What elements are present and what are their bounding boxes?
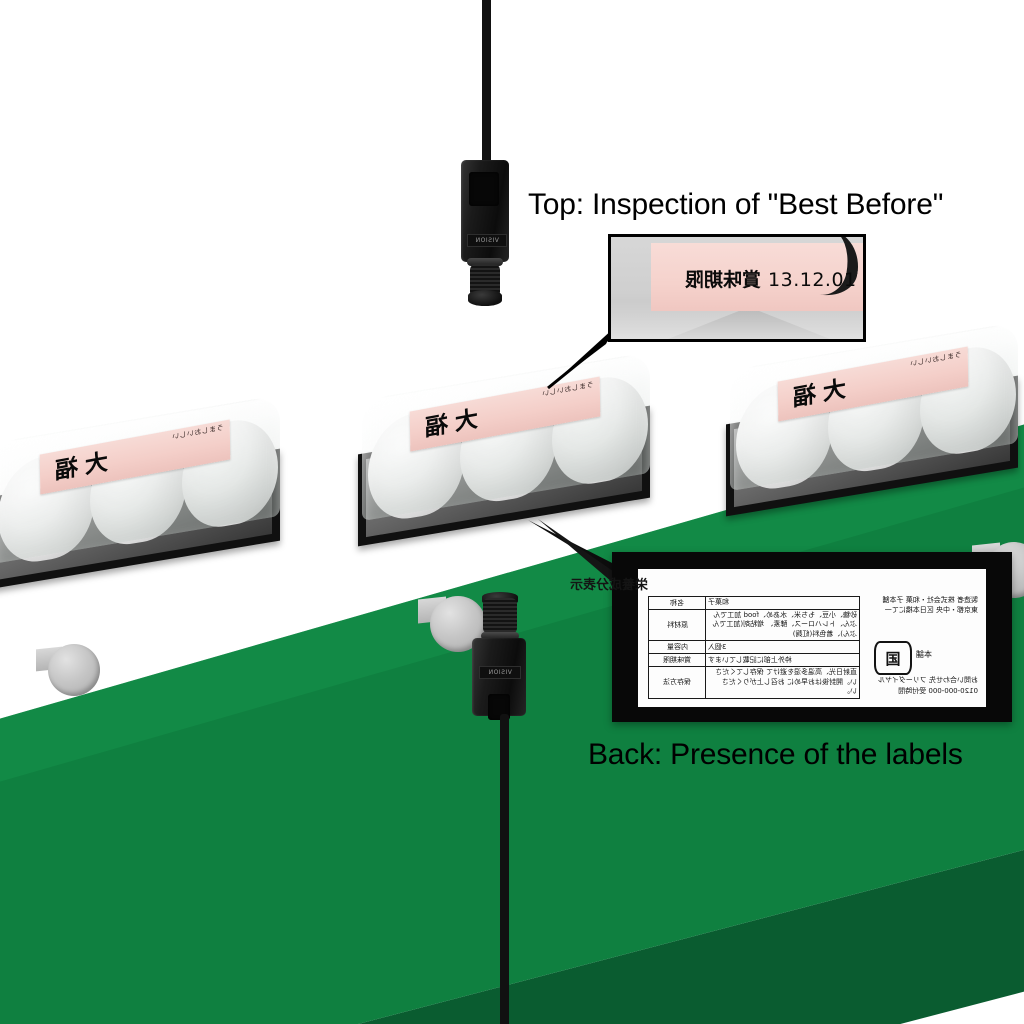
table-row: 賞味期限 枠外上部に記載しています [648,653,860,668]
best-before-text: 賞味期限 13.12.01 [685,265,857,292]
tray-middle: 大福 うましおいしい [358,351,658,547]
table-cell-value: 枠外上部に記載しています [705,653,860,668]
best-before-jp: 賞味期限 [685,269,762,291]
sensor-top-lens-cap [468,290,502,306]
table-cell-value: 3個入 [705,640,860,655]
sensor-top-window [469,172,499,206]
nutrition-label-panel: 栄養成分表示 名称 和菓子 原材料 [570,552,1012,722]
sensor-back-cable [500,714,509,1024]
table-cell-value: 和菓子 [705,596,860,610]
caption-back-inspection: Back: Presence of the labels [588,738,963,771]
table-row: 名称 和菓子 [648,596,860,610]
best-before-date: 13.12.01 [768,269,857,291]
sensor-back: VISION [470,592,536,728]
table-cell-key: 賞味期限 [648,653,706,668]
manufacturer-note: 製造者 株式会社・和菓 子本舗 東京都・中央 区日本橋にて一 [882,596,978,615]
magnified-pink-label: 賞味期限 13.12.01 [651,237,863,311]
table-cell-key: 原材料 [648,608,706,642]
tray-left: 大福 うましおいしい [0,394,288,590]
sensor-top-brand-label: VISION [467,234,507,247]
table-row: 内容量 3個入 [648,640,860,655]
roller-left [48,644,100,696]
sensor-top-ring [467,258,503,266]
nutrition-label-right-column: 製造者 株式会社・和菓 子本舗 東京都・中央 区日本橋にて一 [874,595,978,615]
nutrition-label-title: 栄養成分表示 [569,578,648,593]
table-cell-key: 保存方法 [648,666,706,699]
best-before-magnifier: 賞味期限 13.12.01 [608,234,866,342]
product-label-jp: 大福 [785,376,847,414]
contact-note: お問い合わせ先 フリーダイヤル 0120-000-000 受付時間 [877,676,978,695]
sensor-back-ring [481,632,519,640]
table-cell-key: 内容量 [648,640,706,655]
table-row: 保存方法 直射日光、高温多湿を避けて 保存してください。開封後はお早めに お召し… [648,666,860,699]
nutrition-label-sheet: 栄養成分表示 名称 和菓子 原材料 [570,569,986,707]
tray-right: 大福 うましおいしい [726,321,1024,517]
product-label-jp: 大福 [47,449,109,487]
table-cell-key: 名称 [648,596,706,610]
sensor-top: VISION [455,158,517,310]
nutrition-label-table: 名称 和菓子 原材料 砂糖、小豆、もち米、水あめ、food 加工でんぷん、トレハ… [648,596,860,699]
sensor-back-brand-label: VISION [479,666,521,679]
seal-character: 国 [885,649,901,668]
caption-top-inspection: Top: Inspection of "Best Before" [528,188,944,221]
sensor-top-cable [482,0,491,166]
manufacturer-seal-icon: 国 [874,641,912,675]
seal-caption: 本舗 [916,650,932,659]
sensor-back-window [488,694,510,720]
table-row: 原材料 砂糖、小豆、もち米、水あめ、food 加工でんぷん、トレハロース、酵素、… [648,608,860,642]
table-cell-value: 砂糖、小豆、もち米、水あめ、food 加工でんぷん、トレハロース、酵素、 増粘剤… [705,608,860,642]
sensor-back-lens [483,598,517,634]
table-cell-value: 直射日光、高温多湿を避けて 保存してください。開封後はお早めに お召し上がりくだ… [705,666,860,699]
product-label-jp: 大福 [417,406,479,444]
